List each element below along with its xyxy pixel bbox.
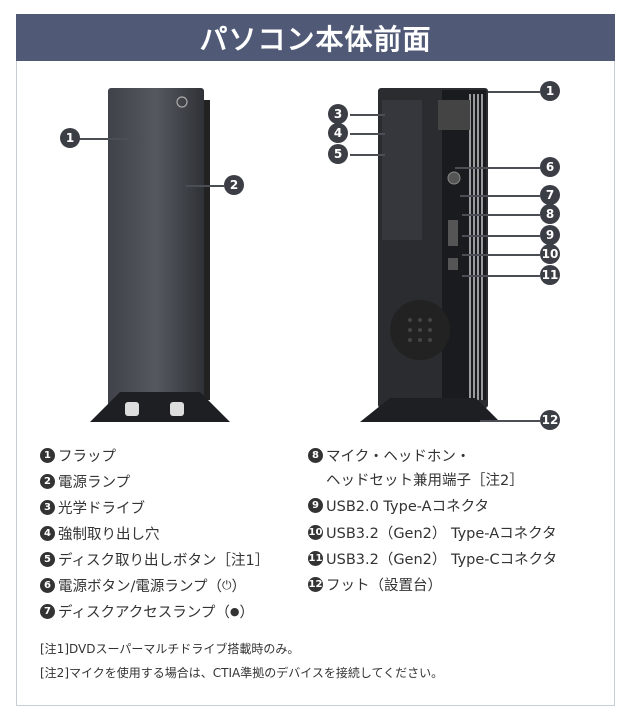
callout-line-6 xyxy=(455,167,540,169)
callout-line-12 xyxy=(480,420,540,422)
note-1: [注1]DVDスーパーマルチドライブ搭載時のみ。 xyxy=(40,642,300,656)
marker-1b: 1 xyxy=(540,81,560,101)
page-title: パソコン本体前面 xyxy=(16,14,615,61)
callout-line-5 xyxy=(350,154,385,156)
callout-line-1b xyxy=(488,91,540,93)
marker-3: 3 xyxy=(328,104,348,124)
callout-line-4 xyxy=(350,133,385,135)
pc-front-closed-illustration xyxy=(90,88,230,422)
marker-2: 2 xyxy=(224,175,244,195)
marker-9: 9 xyxy=(540,225,560,245)
callout-line-8 xyxy=(462,214,540,216)
power-icon: ⏻ xyxy=(221,578,232,592)
marker-7: 7 xyxy=(540,185,560,205)
callout-line-7 xyxy=(460,195,540,197)
marker-12: 12 xyxy=(540,410,560,430)
marker-10: 10 xyxy=(540,244,560,264)
list-item: ヘッドセット兼用端子［注2］ xyxy=(326,473,524,489)
callout-line-2 xyxy=(186,185,224,187)
marker-8: 8 xyxy=(540,204,560,224)
marker-6: 6 xyxy=(540,157,560,177)
callout-line-3 xyxy=(350,114,385,116)
callout-line-11 xyxy=(462,275,540,277)
marker-4: 4 xyxy=(328,123,348,143)
marker-1: 1 xyxy=(60,128,80,148)
pc-front-open-illustration xyxy=(360,88,500,422)
callout-line-10 xyxy=(462,254,540,256)
marker-11: 11 xyxy=(540,265,560,285)
disc-access-icon: ● xyxy=(229,605,240,618)
callout-line-1 xyxy=(78,138,140,140)
note-2: [注2]マイクを使用する場合は、CTIA準拠のデバイスを接続してください。 xyxy=(40,666,444,680)
callout-line-9 xyxy=(462,235,540,237)
marker-5: 5 xyxy=(328,144,348,164)
